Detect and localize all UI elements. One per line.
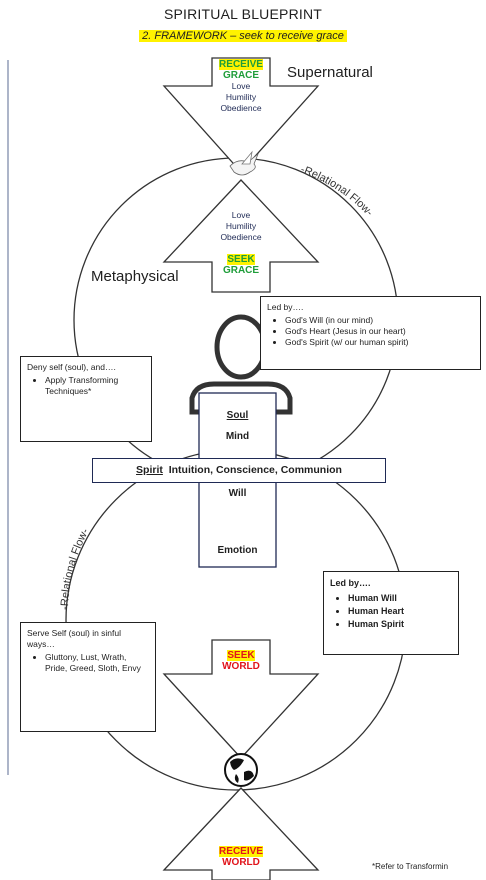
list-item: Human Spirit	[348, 618, 452, 631]
serve-self-heading: Serve Self (soul) in sinful ways…	[27, 628, 122, 649]
supernatural-label: Supernatural	[287, 64, 373, 81]
globe-icon	[224, 753, 258, 787]
deny-self-list: Apply Transforming Techniques*	[27, 375, 145, 397]
upper-up-arrow	[162, 179, 320, 293]
deny-self-heading: Deny self (soul), and….	[27, 362, 116, 372]
serve-self-box: Serve Self (soul) in sinful ways… Glutto…	[20, 622, 156, 732]
page-subtitle: 2. FRAMEWORK – seek to receive grace	[0, 26, 486, 44]
led-by-heading: Led by….	[267, 302, 304, 312]
grace-label: GRACE	[222, 265, 260, 276]
top-down-arrow	[162, 57, 320, 173]
list-item: Human Will	[348, 592, 452, 605]
dove-icon	[229, 150, 259, 176]
lower-arrow-text: SEEK WORLD	[206, 650, 276, 672]
world-label: WORLD	[222, 661, 260, 672]
top-arrow-text: RECEIVE GRACE Love Humility Obedience	[212, 59, 270, 114]
receive-label: RECEIVE	[219, 846, 263, 857]
person-head-icon	[214, 314, 268, 380]
emotion-label: Emotion	[217, 545, 258, 556]
bottom-arrow-text: RECEIVE WORLD	[206, 846, 276, 868]
receive-label: RECEIVE	[212, 59, 270, 70]
deny-self-box: Deny self (soul), and…. Apply Transformi…	[20, 356, 152, 442]
spirit-bar: Spirit Intuition, Conscience, Communion	[92, 458, 386, 483]
grace-label: GRACE	[222, 70, 260, 81]
receive-text: RECEIVE	[219, 59, 263, 70]
soul-text: Soul	[226, 410, 249, 421]
led-by-god-box: Led by…. God's Will (in our mind) God's …	[260, 296, 481, 370]
will-label: Will	[228, 488, 247, 499]
list-item: Apply Transforming Techniques*	[45, 375, 145, 397]
virtue-love: Love	[231, 81, 251, 91]
list-item: God's Heart (Jesus in our heart)	[285, 326, 474, 337]
led-by-heading: Led by….	[330, 578, 371, 588]
list-item: God's Will (in our mind)	[285, 315, 474, 326]
bottom-up-arrow	[162, 787, 320, 880]
world-label: WORLD	[222, 857, 260, 868]
led-by-human-box: Led by…. Human Will Human Heart Human Sp…	[323, 571, 459, 655]
lower-down-arrow	[162, 639, 320, 759]
seek-label: SEEK	[227, 254, 255, 265]
footnote: *Refer to Transformin	[372, 862, 449, 871]
subtitle-text: 2. FRAMEWORK – seek to receive grace	[139, 30, 347, 42]
spirit-faculties-text: Intuition, Conscience, Communion	[168, 464, 342, 476]
virtue-love: Love	[231, 210, 251, 220]
list-item: Gluttony, Lust, Wrath, Pride, Greed, Slo…	[45, 652, 149, 674]
list-item: Human Heart	[348, 605, 452, 618]
virtue-humility: Humility	[225, 221, 257, 231]
page-title: SPIRITUAL BLUEPRINT	[163, 6, 323, 22]
led-by-god-list: God's Will (in our mind) God's Heart (Je…	[267, 315, 474, 348]
soul-label: Soul	[199, 410, 276, 421]
upper-arrow-text: Love Humility Obedience SEEK GRACE	[206, 210, 276, 276]
virtue-humility: Humility	[225, 92, 257, 102]
mind-label: Mind	[225, 431, 250, 442]
spirit-text: Spirit	[136, 464, 163, 476]
list-item: God's Spirit (w/ our human spirit)	[285, 337, 474, 348]
virtue-obedience: Obedience	[220, 232, 262, 242]
virtue-obedience: Obedience	[220, 103, 262, 113]
led-by-human-list: Human Will Human Heart Human Spirit	[330, 592, 452, 631]
serve-self-list: Gluttony, Lust, Wrath, Pride, Greed, Slo…	[27, 652, 149, 674]
relational-flow-lower-label: -Relational Flow-	[59, 526, 92, 610]
seek-label: SEEK	[227, 650, 255, 661]
metaphysical-label: Metaphysical	[91, 268, 179, 285]
relational-flow-upper-label: -Relational Flow-	[299, 163, 375, 218]
